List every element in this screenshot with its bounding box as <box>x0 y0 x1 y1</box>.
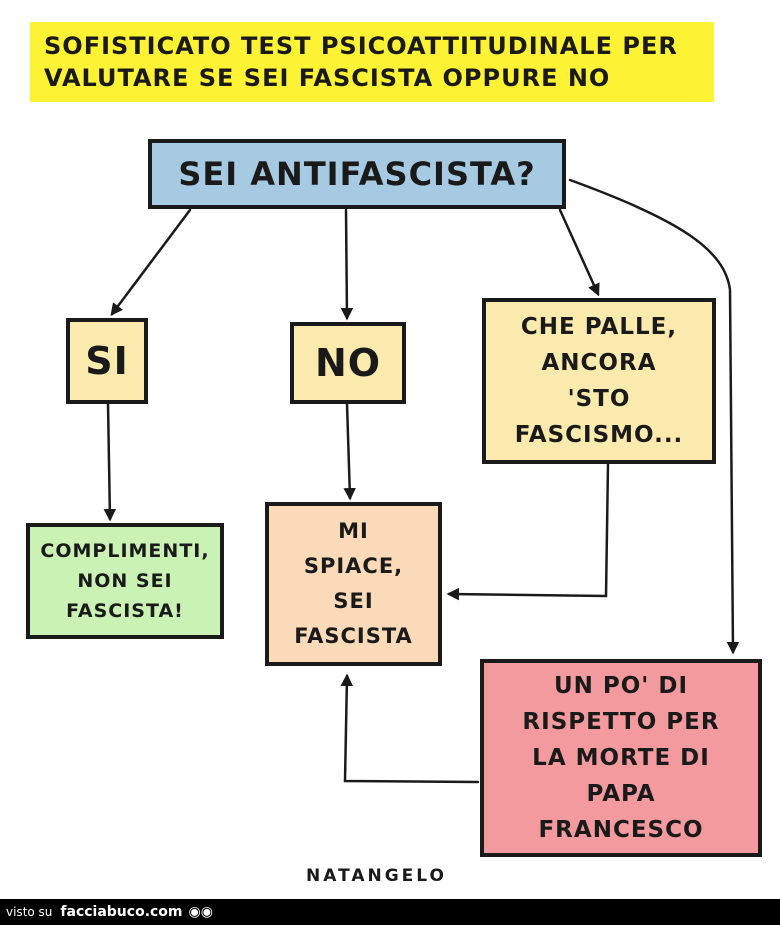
question-text: SEI ANTIFASCISTA? <box>178 155 536 193</box>
footer-prefix: visto su <box>6 905 53 919</box>
footer-bar: visto su facciabuco.com ◉◉ <box>0 899 780 925</box>
answer-no-text: NO <box>314 341 382 385</box>
che-palle-line-2: ANCORA <box>541 350 657 376</box>
arrow-question-to-che-palle <box>558 208 600 297</box>
arrow-che-palle-to-mi-spiace <box>446 462 610 601</box>
eyes-icon: ◉◉ <box>188 904 213 920</box>
mi-spiace-line-1: MI <box>338 519 369 543</box>
un-po-line-4: PAPA <box>586 781 656 807</box>
un-po-line-5: FRANCESCO <box>538 817 704 843</box>
arrow-no-to-mi-spiace <box>343 402 356 501</box>
outcome-complimenti-box: COMPLIMENTI, NON SEI FASCISTA! <box>26 523 224 639</box>
mi-spiace-line-3: SEI <box>333 589 374 613</box>
che-palle-line-1: CHE PALLE, <box>520 314 678 340</box>
title-line-1: SOFISTICATO TEST PSICOATTITUDINALE PER <box>44 32 678 60</box>
artist-signature: NATANGELO <box>306 866 447 886</box>
title-banner: SOFISTICATO TEST PSICOATTITUDINALE PER V… <box>30 22 714 102</box>
un-po-line-3: LA MORTE DI <box>532 745 710 771</box>
complimenti-line-2: NON SEI <box>77 570 173 592</box>
answer-si-box: SI <box>66 318 148 404</box>
outcome-mi-spiace-box: MI SPIACE, SEI FASCISTA <box>265 502 442 666</box>
arrow-question-to-si <box>110 208 192 316</box>
complimenti-line-3: FASCISTA! <box>66 600 184 622</box>
un-po-line-1: UN PO' DI <box>553 673 689 699</box>
arrow-question-to-un-po <box>568 178 740 655</box>
complimenti-line-1: COMPLIMENTI, <box>40 540 210 562</box>
footer-brand-link[interactable]: facciabuco.com <box>60 904 183 920</box>
arrow-si-to-complimenti <box>103 402 117 522</box>
arrow-un-po-to-mi-spiace <box>340 673 480 784</box>
answer-no-box: NO <box>290 322 406 404</box>
mi-spiace-line-4: FASCISTA <box>294 624 413 648</box>
answer-si-text: SI <box>85 339 129 383</box>
arrow-question-to-no <box>340 208 354 321</box>
che-palle-line-3: 'STO <box>567 386 631 412</box>
question-box: SEI ANTIFASCISTA? <box>148 139 566 209</box>
che-palle-line-4: FASCISMO... <box>514 422 684 448</box>
title-line-2: VALUTARE SE SEI FASCISTA OPPURE NO <box>44 64 611 92</box>
outcome-un-po-box: UN PO' DI RISPETTO PER LA MORTE DI PAPA … <box>480 659 762 857</box>
answer-che-palle-box: CHE PALLE, ANCORA 'STO FASCISMO... <box>482 298 716 464</box>
mi-spiace-line-2: SPIACE, <box>303 554 404 578</box>
un-po-line-2: RISPETTO PER <box>522 709 720 735</box>
